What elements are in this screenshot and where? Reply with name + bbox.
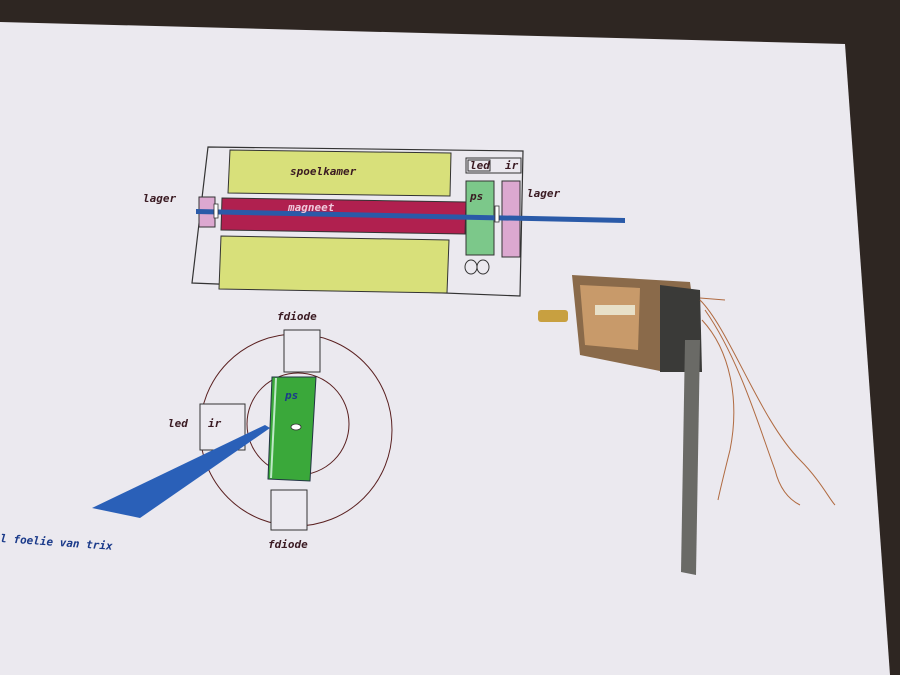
bearing-left-label: lager <box>143 192 176 205</box>
shaft-collar-left <box>213 203 219 219</box>
wire-3 <box>701 319 735 501</box>
wire-4 <box>699 297 726 301</box>
photodiode-bottom-label: fdiode <box>268 538 308 551</box>
photodiode-circle-2 <box>476 259 490 275</box>
ps-label-front: ps <box>284 389 298 402</box>
coil-chamber-top <box>227 149 452 197</box>
wire-2 <box>704 309 801 506</box>
photodiode-top <box>283 329 321 373</box>
motor-magnet <box>595 305 635 315</box>
shaft-hole <box>290 423 302 431</box>
motor-shaft-tip <box>538 310 568 322</box>
wire-1 <box>699 299 836 506</box>
shaft-collar-right <box>494 205 500 223</box>
ps-label-side: ps <box>469 190 483 203</box>
front-view-diagram: fdiode fdiode led ir ps l foelie van tri… <box>0 310 393 553</box>
ir-label-front: ir <box>208 417 222 430</box>
micro-motor-photo <box>538 275 836 575</box>
shaft <box>196 209 625 223</box>
led-label-front: led <box>168 417 188 430</box>
led-box <box>467 159 491 172</box>
led-label: led <box>470 159 490 172</box>
magnet-label: magneet <box>287 201 335 214</box>
foil-pointer <box>92 425 270 518</box>
led-ir-box <box>465 157 522 174</box>
photodiode-top-label: fdiode <box>277 310 317 323</box>
motor-housing-outline <box>191 146 524 297</box>
metal-strip <box>681 340 700 575</box>
bearing-right-label: lager <box>527 187 560 200</box>
motor-coil <box>580 285 640 350</box>
ps-edge <box>270 377 277 479</box>
ir-label: ir <box>505 159 519 172</box>
coil-chamber-label: spoelkamer <box>290 165 357 178</box>
side-view-diagram: spoelkamer magneet lager lager led ir ps <box>143 146 625 297</box>
coil-chamber-bottom <box>218 235 450 294</box>
photodiode-bottom <box>270 489 308 531</box>
paper-sheet <box>0 22 890 675</box>
